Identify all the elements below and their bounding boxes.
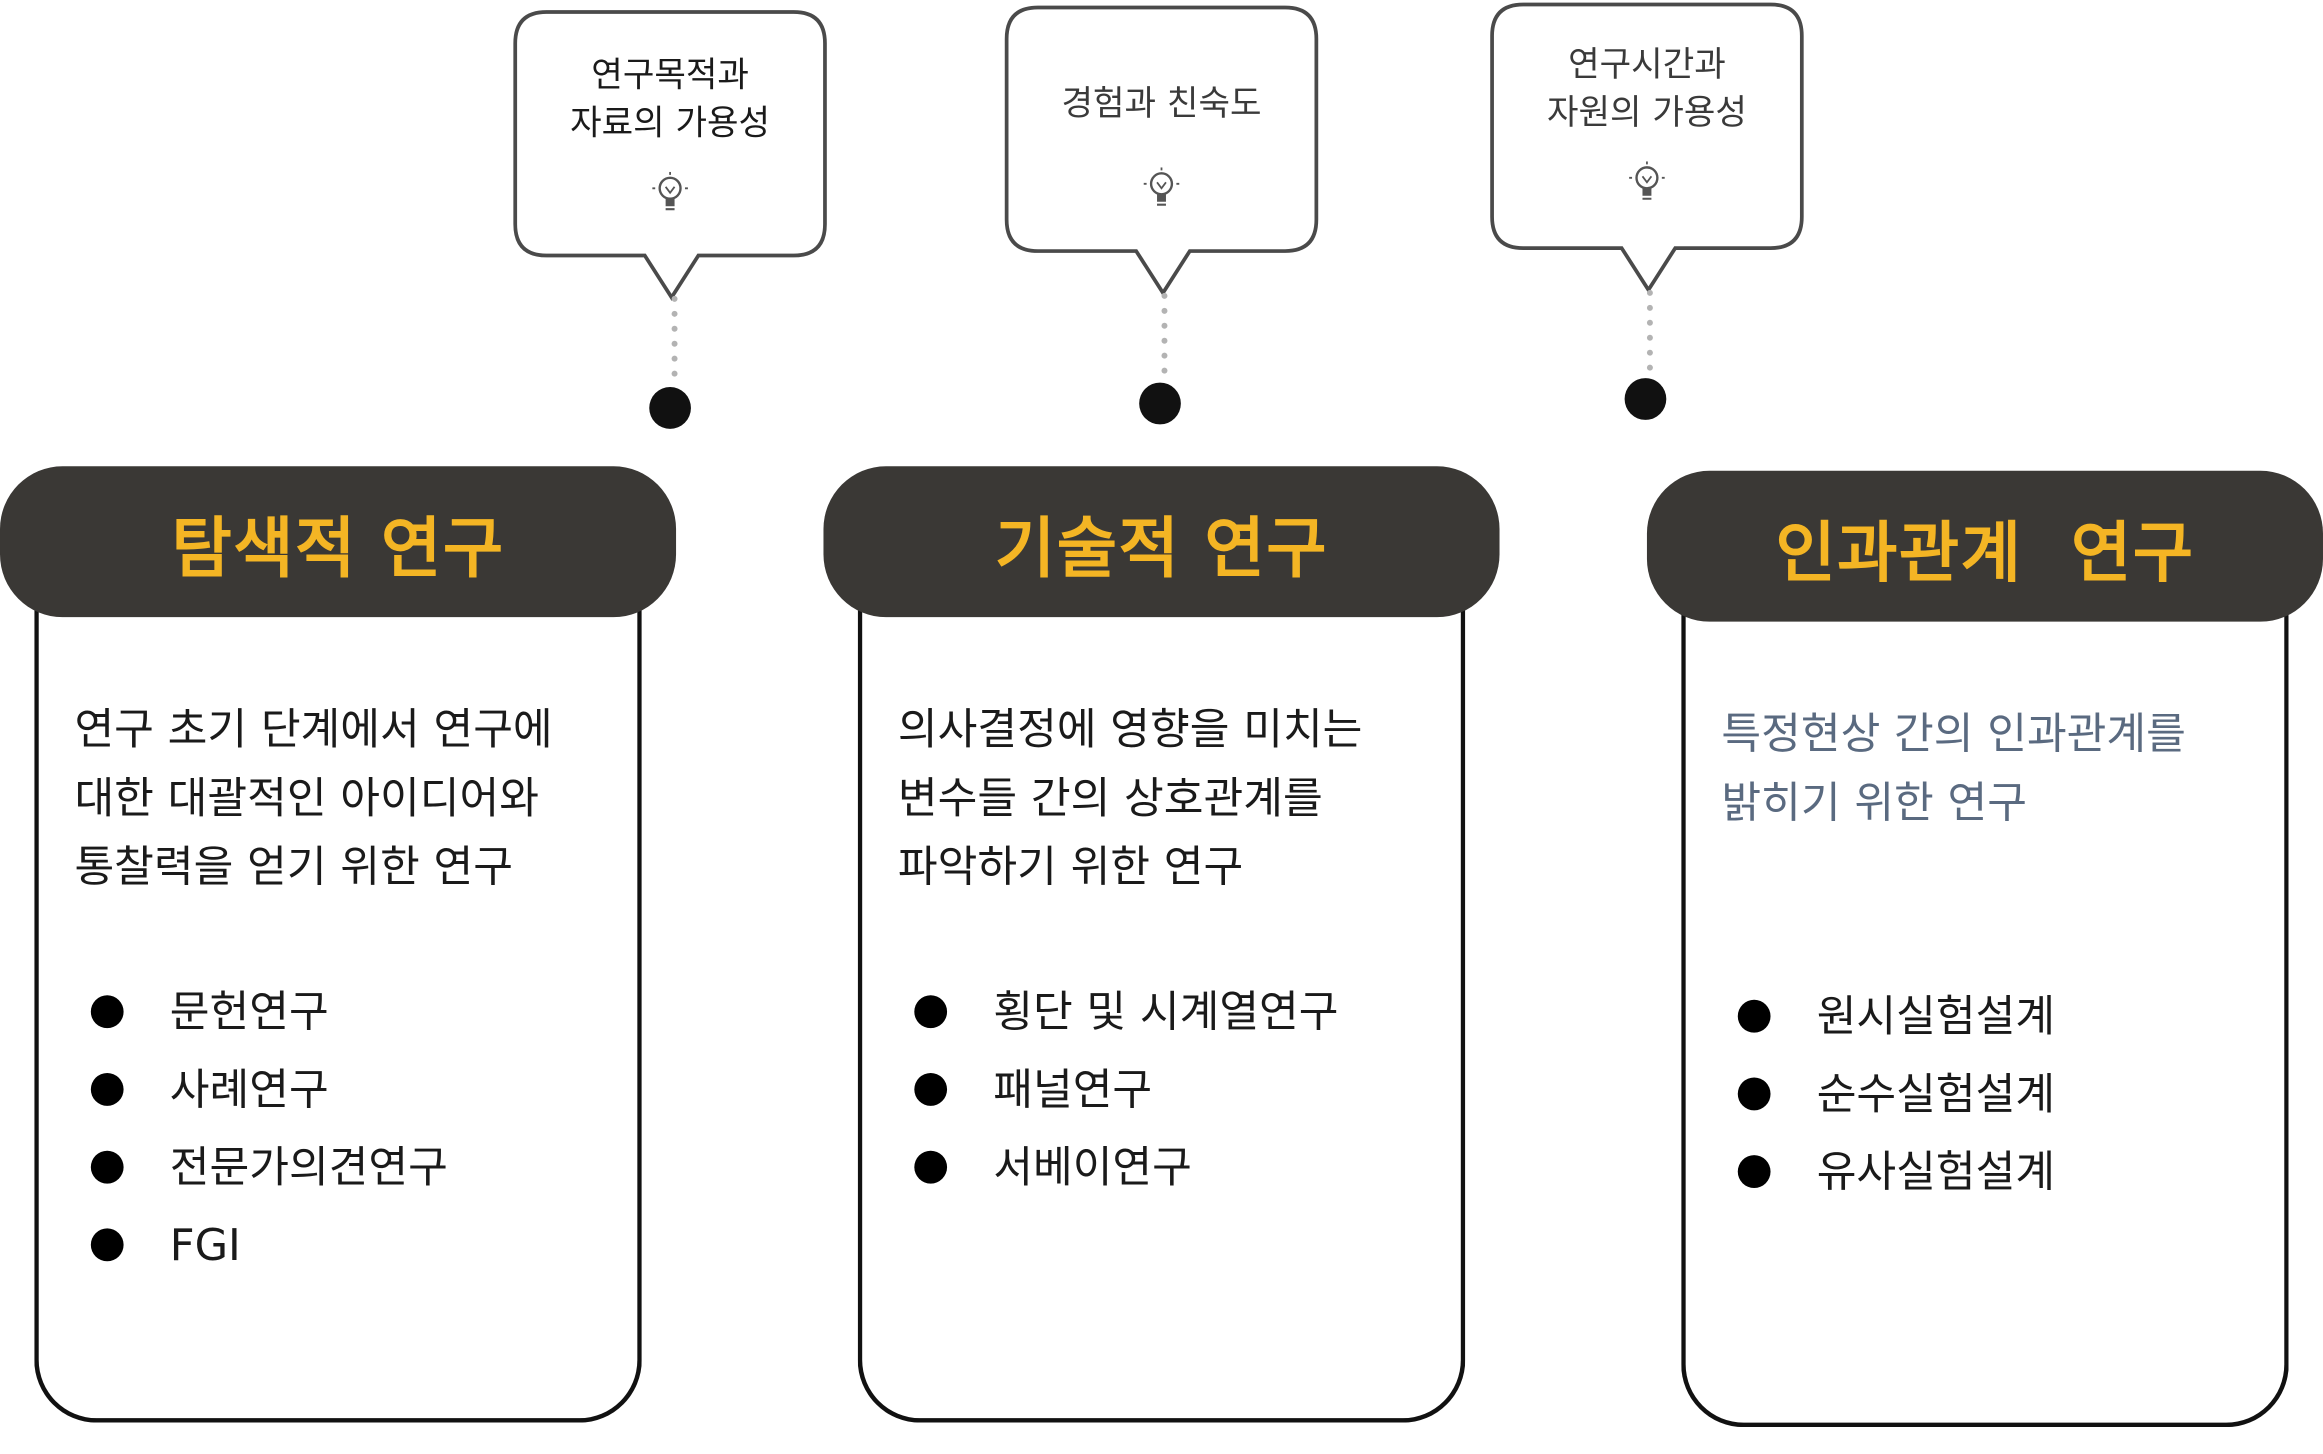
list-item: 서베이연구 bbox=[914, 1128, 1338, 1206]
list-item-label: 사례연구 bbox=[169, 1064, 329, 1115]
bullet-icon bbox=[1737, 999, 1771, 1033]
callout-line: 자료의 가용성 bbox=[570, 104, 771, 144]
connector-node bbox=[1624, 378, 1667, 420]
list-item: 문헌연구 bbox=[90, 973, 448, 1051]
list-item-label: 횡단 및 시계열연구 bbox=[993, 986, 1339, 1038]
speech-bubble-shape bbox=[1490, 2, 1804, 294]
list-item: 원시실험설계 bbox=[1737, 977, 2056, 1055]
bullet-icon bbox=[914, 1072, 948, 1106]
list-item-label: 순수실험설계 bbox=[1816, 1068, 2056, 1120]
callout-experience: 경험과 친숙도 bbox=[1004, 5, 1319, 297]
list-item: FGI bbox=[90, 1206, 448, 1284]
description-line: 의사결정에 영향을 미치는 bbox=[897, 703, 1363, 755]
description-line: 밝히기 위한 연구 bbox=[1721, 777, 2027, 828]
callout-line: 경험과 친숙도 bbox=[1061, 85, 1262, 125]
card-header-exploratory: 탐색적 연구 bbox=[0, 466, 677, 618]
bullet-icon bbox=[914, 995, 948, 1029]
list-item-label: 문헌연구 bbox=[169, 986, 329, 1038]
list-item-label: 전문가의견연구 bbox=[169, 1141, 448, 1193]
connector-dotted-line bbox=[1161, 292, 1168, 383]
connector-node bbox=[1139, 382, 1181, 425]
card-header-causal: 인과관계 연구 bbox=[1646, 470, 2323, 622]
list-item-label: 원시실험설계 bbox=[1816, 990, 2056, 1042]
callout-line: 연구시간과 bbox=[1568, 46, 1726, 86]
card-description: 연구 초기 단계에서 연구에 대한 대괄적인 아이디어와 통찰력을 얻기 위한 … bbox=[74, 695, 625, 901]
card-title: 인과관계 연구 bbox=[1775, 514, 2195, 592]
callout-line: 자원의 가용성 bbox=[1546, 94, 1747, 134]
list-item-label: 패널연구 bbox=[993, 1064, 1153, 1115]
description-line: 통찰력을 얻기 위한 연구 bbox=[74, 841, 513, 893]
description-line: 특정현상 간의 인과관계를 bbox=[1721, 708, 2186, 760]
bullet-icon bbox=[90, 1228, 124, 1262]
connector-dotted-line bbox=[1646, 289, 1653, 380]
lightbulb-icon bbox=[652, 171, 688, 211]
lightbulb-icon bbox=[1629, 161, 1665, 200]
callout-resources: 연구시간과 자원의 가용성 bbox=[1490, 2, 1804, 294]
card-descriptive-research bbox=[857, 537, 1466, 1423]
bullet-icon bbox=[90, 995, 124, 1029]
method-list: 원시실험설계 순수실험설계 유사실험설계 bbox=[1737, 977, 2056, 1211]
description-line: 대한 대괄적인 아이디어와 bbox=[74, 772, 539, 824]
callout-research-purpose: 연구목적과 자료의 가용성 bbox=[513, 10, 827, 301]
card-title: 탐색적 연구 bbox=[171, 510, 505, 587]
callout-line: 연구목적과 bbox=[591, 56, 749, 96]
bullet-icon bbox=[90, 1072, 124, 1106]
description-line: 변수들 간의 상호관계를 bbox=[897, 772, 1323, 824]
card-description: 의사결정에 영향을 미치는 변수들 간의 상호관계를 파악하기 위한 연구 bbox=[898, 695, 1449, 901]
list-item-label: FGI bbox=[169, 1219, 241, 1271]
list-item-label: 유사실험설계 bbox=[1816, 1146, 2056, 1198]
card-causal-research bbox=[1681, 542, 2289, 1428]
bullet-icon bbox=[1737, 1155, 1771, 1189]
list-item: 사례연구 bbox=[90, 1051, 448, 1129]
card-title: 기술적 연구 bbox=[994, 510, 1329, 587]
list-item-label: 서베이연구 bbox=[993, 1141, 1192, 1193]
speech-bubble-shape bbox=[1004, 5, 1319, 297]
connector-node bbox=[649, 387, 691, 429]
list-item: 유사실험설계 bbox=[1737, 1133, 2056, 1211]
speech-bubble-shape bbox=[513, 10, 827, 301]
list-item: 순수실험설계 bbox=[1737, 1055, 2056, 1133]
description-line: 연구 초기 단계에서 연구에 bbox=[74, 703, 553, 755]
list-item: 전문가의견연구 bbox=[90, 1128, 448, 1206]
description-line: 파악하기 위한 연구 bbox=[897, 841, 1244, 893]
card-description: 특정현상 간의 인과관계를 밝히기 위한 연구 bbox=[1721, 699, 2272, 836]
card-header-descriptive: 기술적 연구 bbox=[823, 466, 1500, 618]
list-item: 횡단 및 시계열연구 bbox=[914, 973, 1339, 1051]
connector-dotted-line bbox=[671, 295, 678, 386]
bullet-icon bbox=[90, 1150, 124, 1184]
method-list: 문헌연구 사례연구 전문가의견연구 FGI bbox=[90, 973, 448, 1284]
lightbulb-icon bbox=[1143, 167, 1180, 206]
method-list: 횡단 및 시계열연구 패널연구 서베이연구 bbox=[914, 973, 1339, 1206]
card-exploratory-research bbox=[34, 537, 642, 1423]
bullet-icon bbox=[914, 1150, 948, 1184]
bullet-icon bbox=[1737, 1077, 1771, 1111]
list-item: 패널연구 bbox=[914, 1051, 1338, 1129]
